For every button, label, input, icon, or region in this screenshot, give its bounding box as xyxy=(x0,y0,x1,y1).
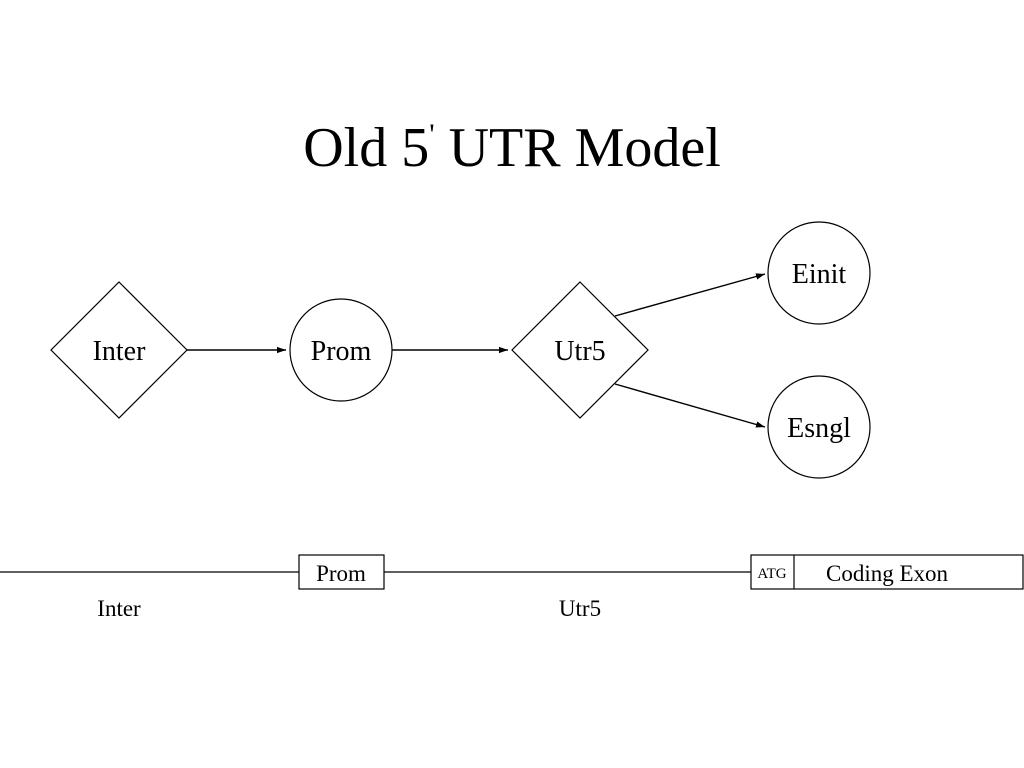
node-esngl: Esngl xyxy=(767,375,871,479)
track-label-inter: Inter xyxy=(97,596,141,621)
edge-utr5-einit xyxy=(614,273,766,317)
node-einit: Einit xyxy=(767,221,871,325)
track-coding-exon-label: Coding Exon xyxy=(826,561,949,586)
title-text-rest: UTR Model xyxy=(448,117,721,179)
title-text: Old 5 xyxy=(303,117,430,179)
title-prime: ' xyxy=(429,118,435,151)
track-coding-exon: ATG Coding Exon xyxy=(750,554,1024,590)
node-prom: Prom xyxy=(289,298,393,402)
track-label-utr5: Utr5 xyxy=(559,596,601,621)
node-utr5-label: Utr5 xyxy=(554,336,605,367)
node-inter: Inter xyxy=(50,281,188,419)
track-prom-label: Prom xyxy=(316,561,366,586)
node-prom-label: Prom xyxy=(311,336,372,367)
slide-title: Old 5' UTR Model xyxy=(0,100,1024,183)
node-esngl-label: Esngl xyxy=(787,413,851,444)
track-atg-label: ATG xyxy=(757,566,786,582)
node-einit-label: Einit xyxy=(792,259,847,290)
edge-utr5-esngl xyxy=(614,383,766,428)
node-inter-label: Inter xyxy=(93,336,147,367)
node-utr5: Utr5 xyxy=(511,281,649,419)
track-prom-box: Prom xyxy=(298,554,385,590)
